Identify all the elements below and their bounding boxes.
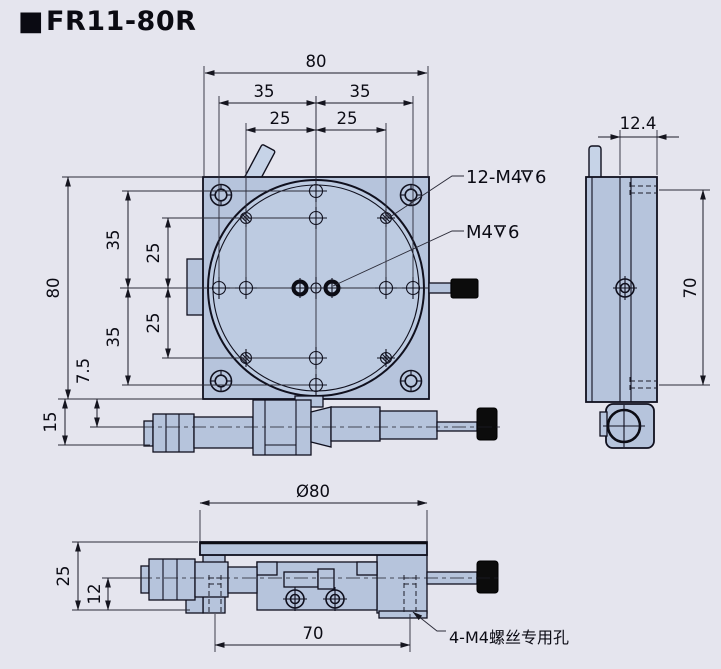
dim-v25-top: 25 [144,243,163,264]
page-title: ■FR11-80R [18,6,196,37]
dim-diameter-80: Ø80 [296,482,330,501]
side-view: 12.4 70 [585,114,710,449]
side-block-notch [599,411,608,437]
side-knob-end [603,405,645,447]
adjust-pin [283,571,319,588]
bottom-right-body [376,554,428,614]
label-M4-depth6-value: 6 [508,222,519,243]
title-text: FR11-80R [46,6,197,37]
depth-symbol-icon [494,225,506,238]
micrometer-barrel [193,416,254,449]
dim-12-4: 12.4 [620,114,657,133]
micrometer-thimble [152,413,195,453]
bottom-lock-knob [476,560,499,594]
hidden-hole-top [629,182,656,197]
dim-12-bottom: 12 [85,584,104,605]
dim-v25-bottom: 25 [144,313,163,334]
lock-rod [436,421,478,432]
dim-25-right: 25 [337,109,358,128]
dim-v35-top: 35 [104,230,123,251]
dim-25-bottom: 25 [54,566,73,587]
spindle-sleeve [379,410,438,440]
center-hole [310,277,322,299]
bottom-micrometer-barrel [194,561,229,598]
bottom-micrometer-thimble [148,558,196,601]
drive-bracket [252,399,312,456]
plan-view [120,96,479,400]
dim-7-5: 7.5 [74,358,93,384]
dim-35-left: 35 [254,82,275,101]
hidden-hole-bottom [629,377,656,392]
dim-70-bottom: 70 [303,624,324,643]
lock-knob [450,278,479,299]
bottom-view: Ø80 25 12 70 4-M4螺丝专用孔 [54,482,569,652]
bottom-micrometer-sleeve [227,566,258,594]
bottom-micrometer-cap [140,565,150,594]
side-lever [588,145,602,181]
dim-v35-bottom: 35 [104,327,123,348]
dim-35-right: 35 [350,82,371,101]
screw-hole-leader [412,611,446,632]
label-M4-depth6: M4 [466,222,493,243]
micrometer-cap [143,420,154,447]
label-12-M4-depth6: 12-M4 [466,167,522,188]
title-marker-icon: ■ [18,6,45,37]
dim-70-side: 70 [681,278,700,299]
label-4-M4-screw-holes: 4-M4螺丝专用孔 [449,628,569,647]
plan-view-dimensions: 80 35 35 25 25 80 35 25 25 35 7.5 15 [41,52,429,446]
dim-80-top: 80 [306,52,327,71]
hidden-m4-hole-right [403,575,417,612]
spindle-cone [310,406,332,448]
adjust-block [317,568,335,590]
depth-symbol-icon [521,170,533,183]
dim-80-left: 80 [44,278,63,299]
label-12-M4-depth6-value: 6 [535,167,546,188]
bottom-right-foot [378,610,428,619]
spindle-housing [330,406,381,442]
lock-knob-front [476,407,498,441]
lock-shaft [428,282,452,294]
hole-callouts: 12-M4 6 M4 6 [332,167,546,287]
hidden-m4-hole-left [208,575,222,612]
dim-15: 15 [41,412,60,433]
micrometer-front [140,395,500,456]
dim-25-left: 25 [270,109,291,128]
